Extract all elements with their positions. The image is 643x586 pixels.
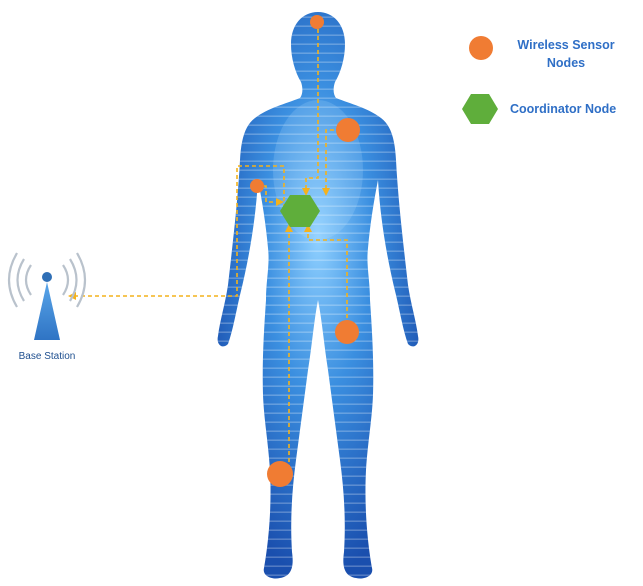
legend-sensor-label-line2: Nodes [547,56,585,70]
sensor-node-shin [267,461,293,487]
sensor-node-chest [336,118,360,142]
sensor-node-thigh [335,320,359,344]
legend-sensor-label: Wireless Sensor [517,38,614,52]
sensor-node-head [310,15,324,29]
base-station-label: Base Station [19,351,76,362]
antenna-tower-icon [9,253,85,340]
legend-coordinator-label: Coordinator Node [510,102,616,116]
legend-sensor-swatch [469,36,493,60]
human-body-figure [210,0,430,586]
legend-coordinator-swatch [462,94,498,124]
sensor-node-arm [250,179,264,193]
legend: Wireless Sensor Nodes Coordinator Node [462,36,616,124]
